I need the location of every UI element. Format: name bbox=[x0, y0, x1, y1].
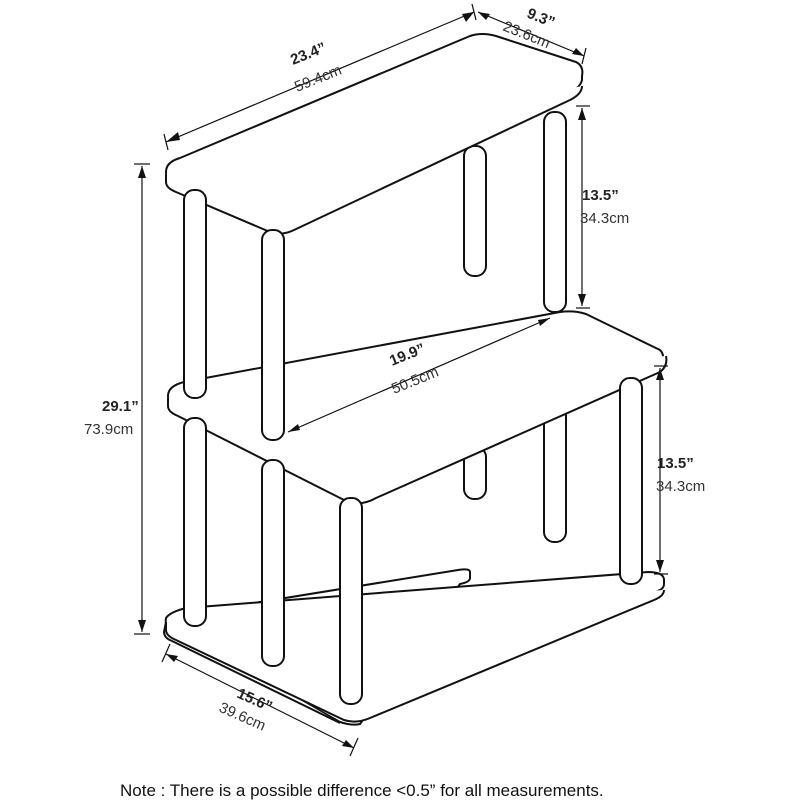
middle-shelf bbox=[167, 310, 668, 505]
lower-height-in: 13.5” bbox=[657, 455, 694, 472]
upper-back-legs bbox=[463, 111, 567, 313]
lower-height-cm: 34.3cm bbox=[656, 478, 705, 495]
top-width-cm: 59.4cm bbox=[292, 62, 344, 96]
top-shelf bbox=[165, 33, 584, 235]
lower-front-legs bbox=[183, 377, 643, 705]
dimension-lines bbox=[134, 3, 668, 757]
upper-front-legs bbox=[183, 189, 285, 441]
top-width-in: 23.4” bbox=[288, 39, 328, 69]
measurement-note: Note : There is a possible difference <0… bbox=[120, 781, 604, 800]
total-height-cm: 73.9cm bbox=[84, 421, 133, 438]
upper-height-cm: 34.3cm bbox=[580, 210, 629, 227]
total-height-in: 29.1” bbox=[102, 398, 139, 415]
upper-height-in: 13.5” bbox=[582, 187, 619, 204]
base-shelf bbox=[163, 568, 665, 726]
